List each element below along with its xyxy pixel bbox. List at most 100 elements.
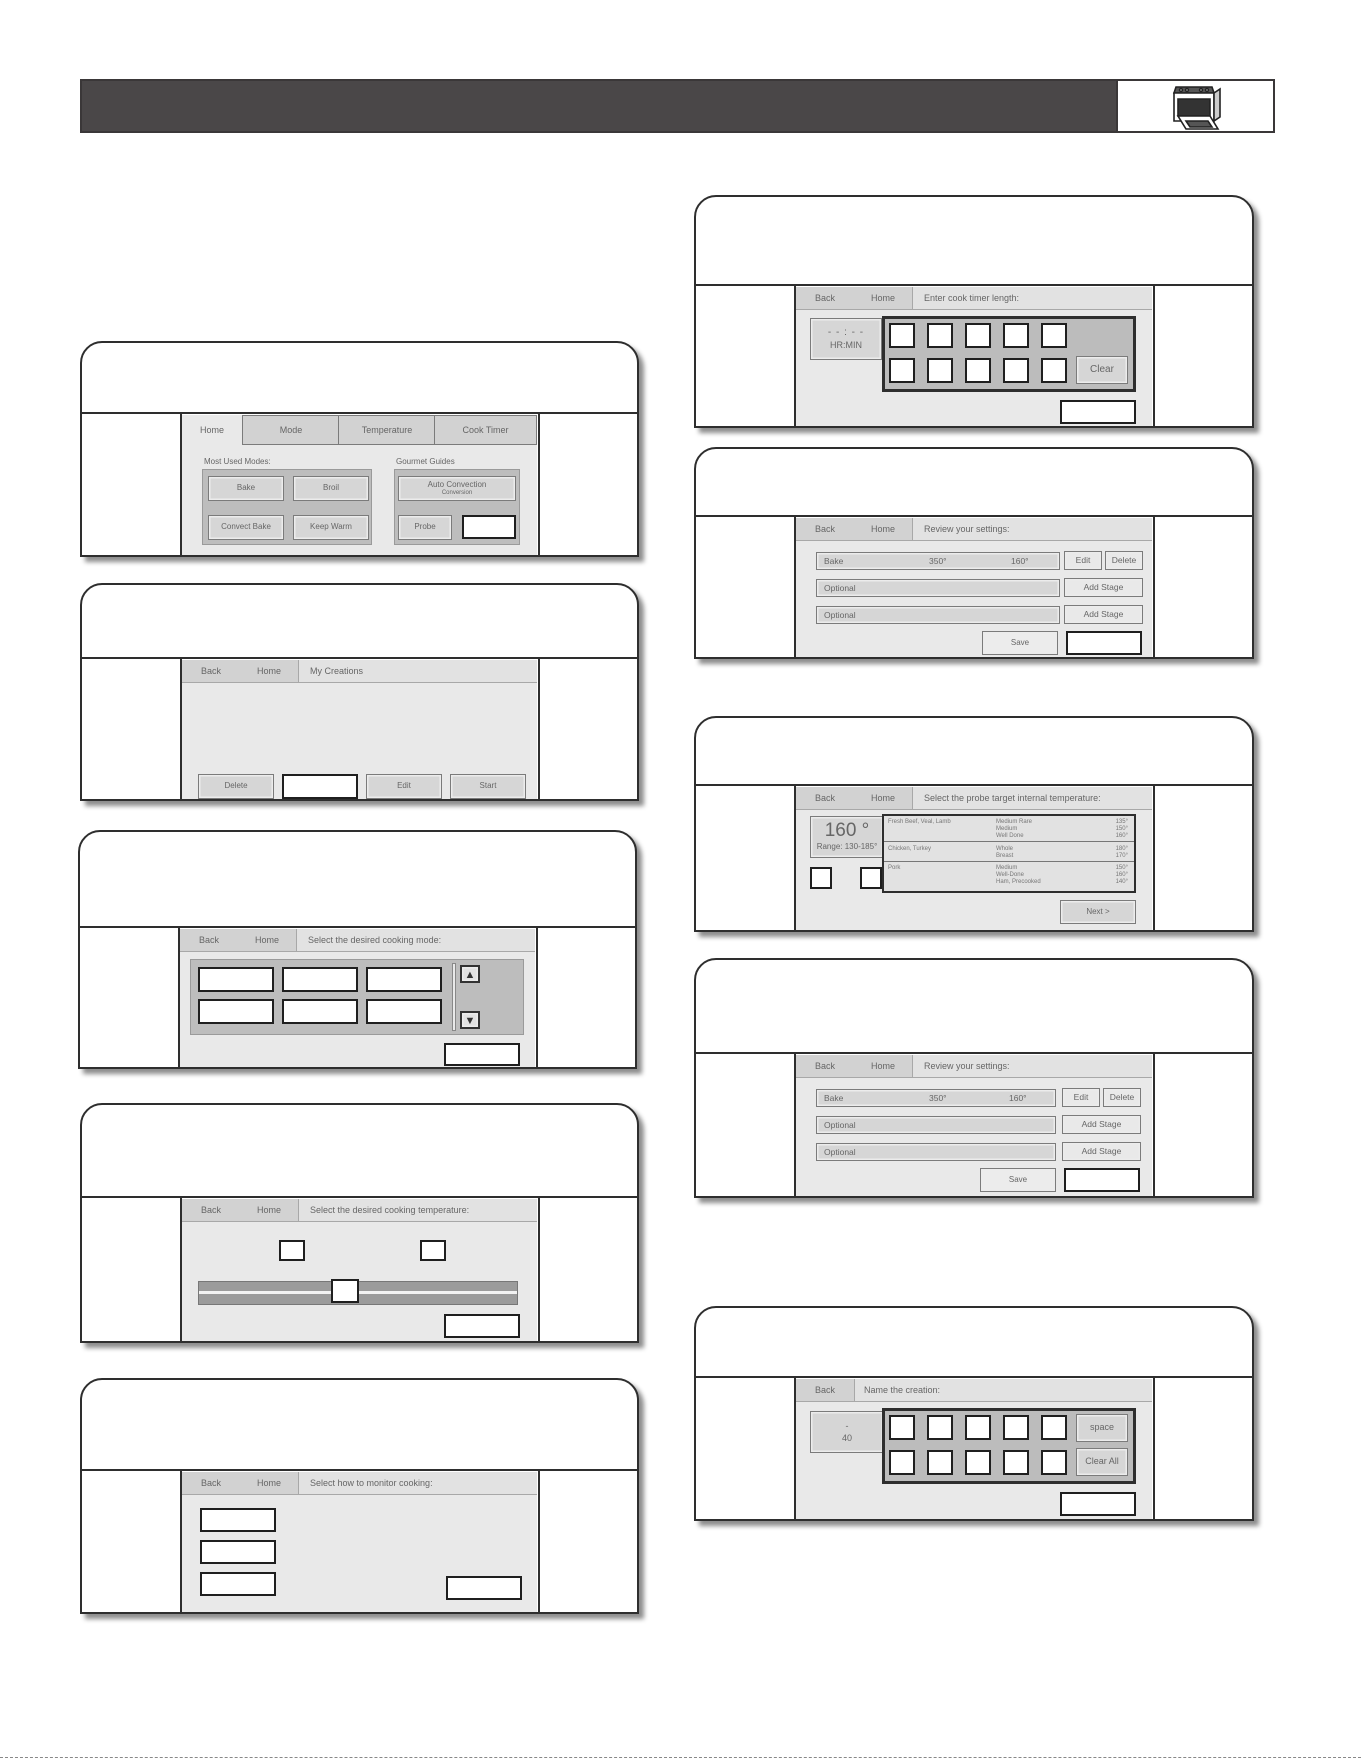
back-button[interactable]: Back — [796, 1379, 855, 1401]
blank-next-button[interactable] — [444, 1314, 520, 1338]
keyboard-key[interactable] — [889, 1450, 915, 1475]
scroll-track[interactable] — [452, 963, 456, 1031]
optional-stage-row[interactable]: Optional — [816, 1116, 1056, 1134]
start-button[interactable]: Start — [450, 774, 526, 799]
monitor-option[interactable] — [200, 1540, 276, 1564]
keypad-key[interactable] — [889, 358, 915, 383]
cooking-mode-prompt: Select the desired cooking mode: — [308, 935, 442, 945]
auto-convection-button[interactable]: Auto Convection Conversion — [398, 476, 516, 501]
keyboard-key[interactable] — [1003, 1415, 1029, 1440]
edit-button[interactable]: Edit — [366, 774, 442, 799]
tab-temperature[interactable]: Temperature — [338, 415, 436, 445]
add-stage-button[interactable]: Add Stage — [1064, 605, 1143, 624]
back-button[interactable]: Back — [180, 929, 239, 951]
back-button[interactable]: Back — [796, 1055, 855, 1077]
keypad-key[interactable] — [965, 358, 991, 383]
scroll-down-button[interactable]: ▼ — [460, 1011, 480, 1029]
stage-row[interactable]: Bake 350° 160° — [816, 1089, 1056, 1107]
edit-button[interactable]: Edit — [1064, 551, 1102, 570]
home-button[interactable]: Home — [854, 287, 913, 309]
blank-next-button[interactable] — [1064, 1168, 1140, 1192]
keyboard-key[interactable] — [1041, 1450, 1067, 1475]
mode-option[interactable] — [366, 967, 442, 992]
keyboard-key[interactable] — [965, 1415, 991, 1440]
keypad-key[interactable] — [1003, 358, 1029, 383]
home-button[interactable]: Home — [240, 1199, 299, 1221]
home-button[interactable]: Home — [240, 660, 299, 682]
home-button[interactable]: Home — [854, 518, 913, 540]
mode-option[interactable] — [282, 967, 358, 992]
save-button[interactable]: Save — [982, 631, 1058, 655]
my-creations-card: Back Home My Creations Delete Edit Start — [80, 583, 639, 801]
keyboard-key[interactable] — [1003, 1450, 1029, 1475]
keypad-key[interactable] — [1041, 323, 1067, 348]
home-button[interactable]: Home — [854, 1055, 913, 1077]
clear-button[interactable]: Clear — [1076, 356, 1128, 384]
home-button[interactable]: Home — [240, 1472, 299, 1494]
blank-button[interactable] — [282, 774, 358, 799]
add-stage-button[interactable]: Add Stage — [1062, 1142, 1141, 1161]
blank-next-button[interactable] — [444, 1043, 520, 1066]
tab-cook-timer[interactable]: Cook Timer — [434, 415, 537, 445]
scroll-up-button[interactable]: ▲ — [460, 965, 480, 983]
target-temp: 170° — [1115, 853, 1128, 859]
probe-decrease-button[interactable] — [810, 867, 832, 889]
back-button[interactable]: Back — [796, 787, 855, 809]
convect-bake-button[interactable]: Convect Bake — [208, 515, 284, 540]
keep-warm-button[interactable]: Keep Warm — [293, 515, 369, 540]
probe-increase-button[interactable] — [860, 867, 882, 889]
keypad-key[interactable] — [965, 323, 991, 348]
back-button[interactable]: Back — [182, 660, 241, 682]
home-button[interactable]: Home — [238, 929, 297, 951]
blank-next-button[interactable] — [1060, 1492, 1136, 1516]
next-button[interactable]: Next > — [1060, 900, 1136, 924]
optional-stage-row[interactable]: Optional — [816, 606, 1060, 624]
tab-mode[interactable]: Mode — [242, 415, 340, 445]
delete-button[interactable]: Delete — [1103, 1088, 1141, 1107]
delete-button[interactable]: Delete — [1105, 551, 1143, 570]
keypad-key[interactable] — [1003, 323, 1029, 348]
keyboard-key[interactable] — [965, 1450, 991, 1475]
slider-handle[interactable] — [331, 1279, 359, 1303]
add-stage-button[interactable]: Add Stage — [1062, 1115, 1141, 1134]
mode-option[interactable] — [366, 999, 442, 1024]
tab-home[interactable]: Home — [182, 415, 242, 445]
optional-stage-row[interactable]: Optional — [816, 579, 1060, 597]
keyboard-key[interactable] — [927, 1415, 953, 1440]
mode-option[interactable] — [198, 999, 274, 1024]
keyboard-key[interactable] — [927, 1450, 953, 1475]
review-settings-screen-1: Back Home Review your settings: Bake 350… — [796, 518, 1152, 657]
clear-all-button[interactable]: Clear All — [1076, 1448, 1128, 1476]
back-button[interactable]: Back — [796, 518, 855, 540]
temp-decrease-button[interactable] — [279, 1240, 305, 1261]
save-button[interactable]: Save — [980, 1168, 1056, 1192]
monitor-option[interactable] — [200, 1572, 276, 1596]
keyboard-key[interactable] — [889, 1415, 915, 1440]
edit-button[interactable]: Edit — [1062, 1088, 1100, 1107]
keyboard-key[interactable] — [1041, 1415, 1067, 1440]
space-button[interactable]: space — [1076, 1414, 1128, 1442]
blank-home-button[interactable] — [462, 515, 516, 539]
keypad-key[interactable] — [1041, 358, 1067, 383]
back-button[interactable]: Back — [182, 1199, 241, 1221]
blank-next-button[interactable] — [1066, 631, 1142, 655]
keypad-key[interactable] — [927, 358, 953, 383]
broil-button[interactable]: Broil — [293, 476, 369, 501]
mode-option[interactable] — [198, 967, 274, 992]
keypad-key[interactable] — [927, 323, 953, 348]
add-stage-button[interactable]: Add Stage — [1064, 578, 1143, 597]
blank-next-button[interactable] — [1060, 400, 1136, 424]
home-button[interactable]: Home — [854, 787, 913, 809]
temp-increase-button[interactable] — [420, 1240, 446, 1261]
mode-option[interactable] — [282, 999, 358, 1024]
keypad-key[interactable] — [889, 323, 915, 348]
stage-row[interactable]: Bake 350° 160° — [816, 552, 1060, 570]
monitor-option[interactable] — [200, 1508, 276, 1532]
blank-next-button[interactable] — [446, 1576, 522, 1600]
back-button[interactable]: Back — [182, 1472, 241, 1494]
bake-button[interactable]: Bake — [208, 476, 284, 501]
back-button[interactable]: Back — [796, 287, 855, 309]
optional-stage-row[interactable]: Optional — [816, 1143, 1056, 1161]
probe-button[interactable]: Probe — [398, 515, 452, 540]
delete-button[interactable]: Delete — [198, 774, 274, 799]
